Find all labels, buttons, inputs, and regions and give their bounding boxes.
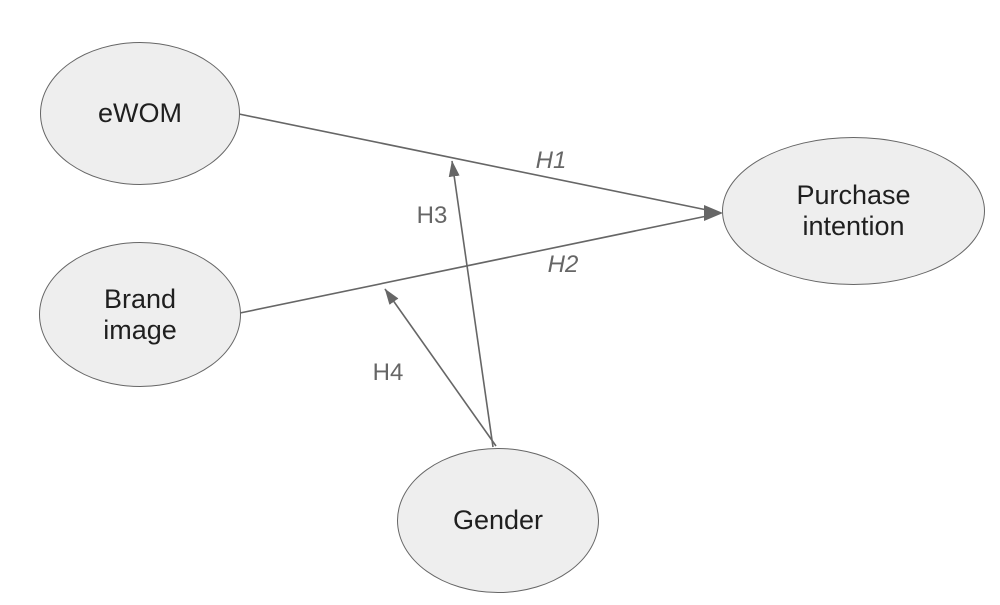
- edge-h2-line: [239, 215, 708, 314]
- node-ewom: eWOM: [40, 42, 240, 185]
- edge-label-h3: H3: [416, 202, 448, 229]
- edge-label-h1: H1: [535, 147, 567, 174]
- node-ewom-label: eWOM: [98, 98, 182, 128]
- node-purchase-intention-label: Purchase intention: [796, 180, 911, 241]
- node-gender: Gender: [397, 448, 599, 593]
- edge-label-h2: H2: [547, 251, 579, 278]
- node-brand-image-label: Brand image: [103, 283, 177, 345]
- edge-label-h4: H4: [372, 359, 404, 386]
- edge-h1-line: [238, 113, 708, 211]
- arrowhead-purchase-intention-icon: [704, 205, 723, 221]
- edge-h3-line: [448, 160, 494, 448]
- node-brand-image: Brand image: [39, 242, 241, 387]
- node-purchase-intention: Purchase intention: [722, 137, 985, 285]
- edge-h4-line: [384, 288, 497, 447]
- node-gender-label: Gender: [452, 505, 544, 535]
